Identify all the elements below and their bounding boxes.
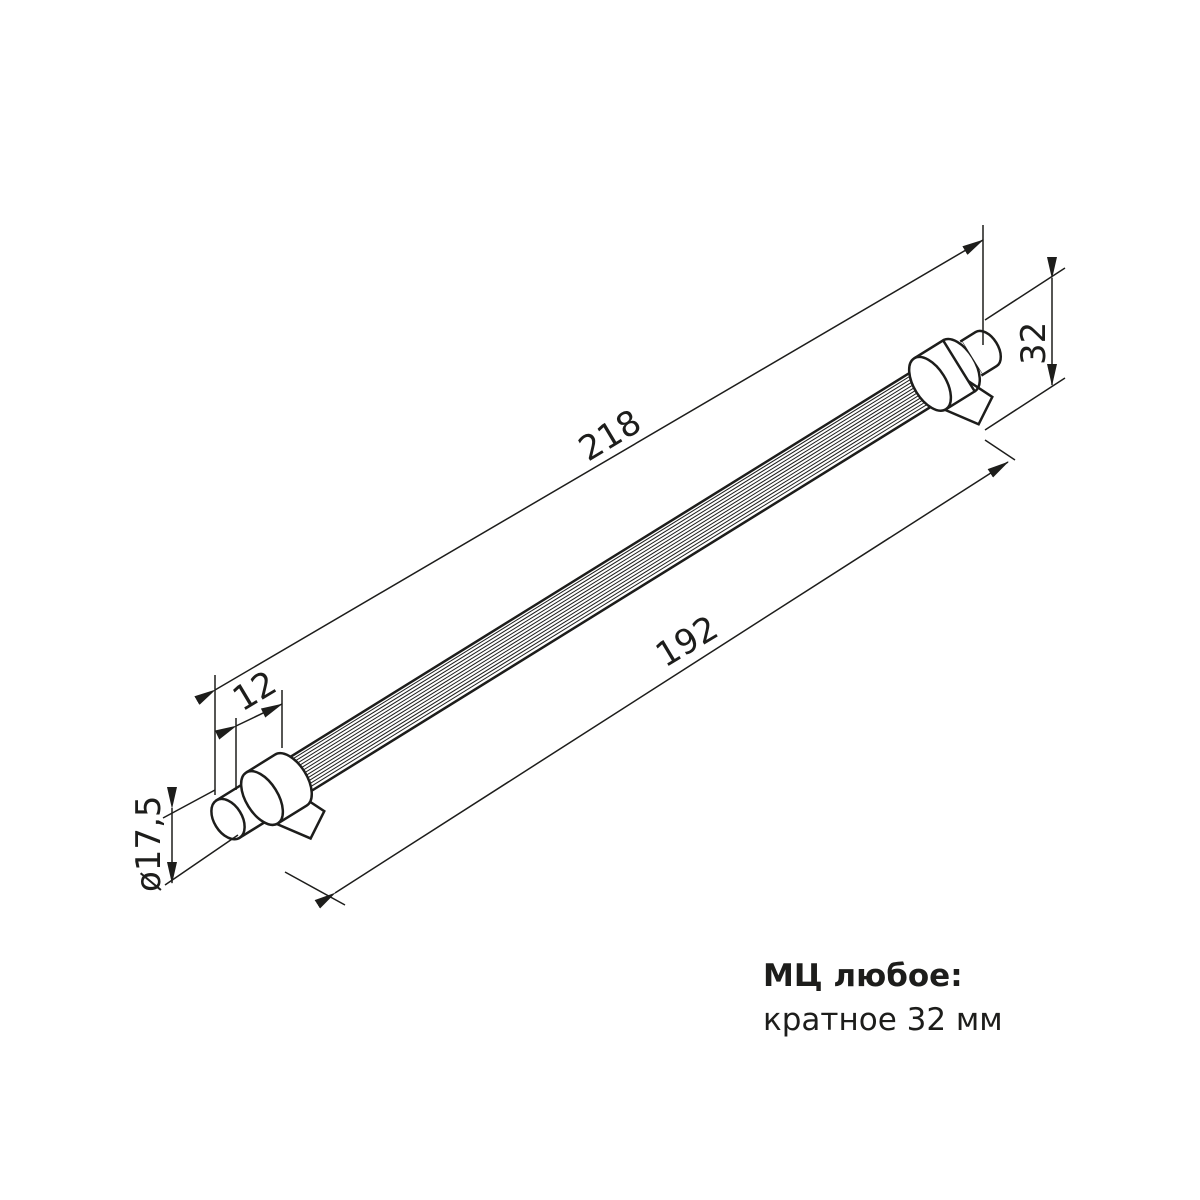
- label-218: 218: [572, 402, 648, 470]
- dimension-218: [194, 225, 984, 795]
- left-end-face: [210, 797, 246, 841]
- left-collar: [239, 769, 285, 827]
- label-diameter: ø17,5: [129, 795, 169, 892]
- dimension-32: [984, 257, 1066, 431]
- dimension-diameter: [162, 787, 239, 886]
- rod-rib: [295, 394, 943, 797]
- label-12: 12: [226, 663, 284, 720]
- label-192: 192: [649, 608, 725, 676]
- label-32: 32: [1014, 322, 1054, 365]
- dimension-192: [284, 439, 1016, 909]
- left-collar-side: [245, 751, 313, 825]
- dimension-12: [214, 690, 283, 790]
- note-subtitle: кратное 32 мм: [763, 1002, 1003, 1038]
- handle-body: [210, 329, 1003, 841]
- note-title: МЦ любое:: [763, 958, 963, 994]
